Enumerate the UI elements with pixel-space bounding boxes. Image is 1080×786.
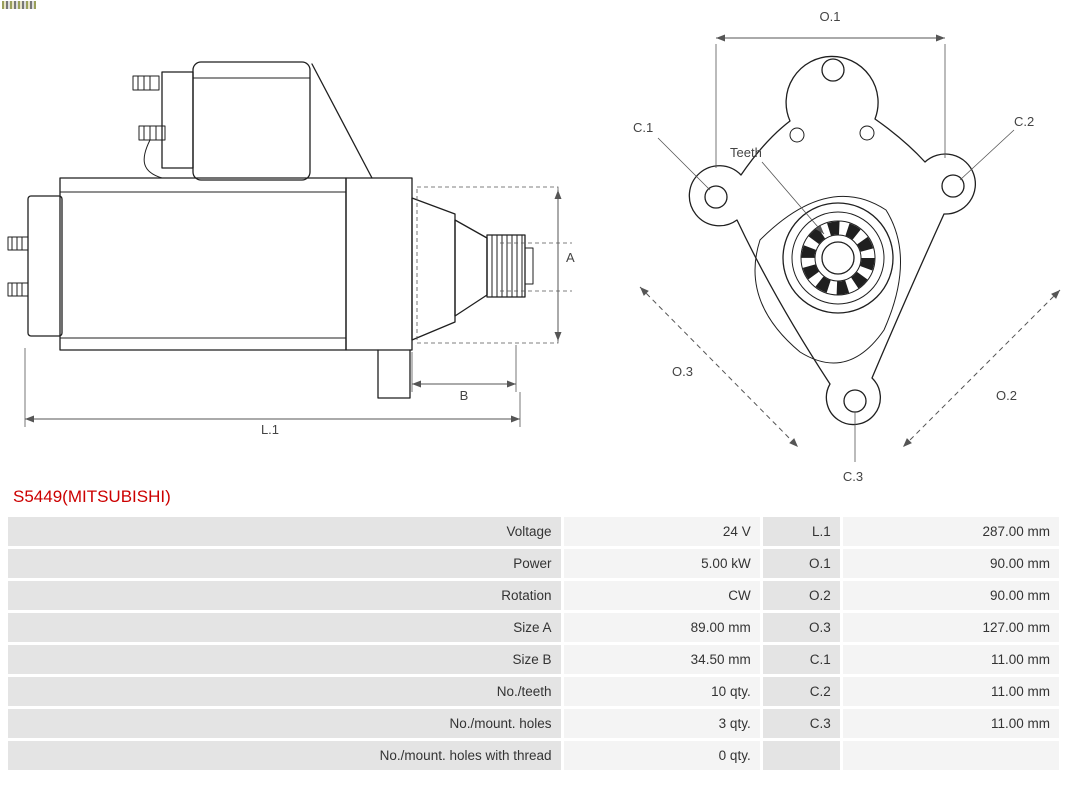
mounting-foot [377, 349, 411, 399]
dim-label-b: B [460, 388, 469, 403]
spec-value-cell: 3 qty. [563, 709, 760, 738]
mounting-hole-top [821, 58, 845, 82]
spec-name-cell: No./mount. holes [8, 709, 561, 738]
front-view-drawing [688, 55, 976, 426]
spec-name-cell: Power [8, 549, 561, 578]
dim-label-o2: O.2 [996, 388, 1017, 403]
pinion-spline [486, 234, 526, 298]
spec-value-cell: 34.50 mm [563, 645, 760, 674]
side-view-drawing [7, 61, 534, 399]
table-row: No./teeth 10 qty. C.2 11.00 mm [8, 677, 1059, 706]
pinion-front-view [782, 202, 894, 314]
page-title: S5449(MITSUBISHI) [13, 487, 171, 506]
terminal-stud [7, 236, 29, 251]
dim-value-cell: 11.00 mm [842, 645, 1059, 674]
dim-name-cell: L.1 [762, 517, 840, 546]
table-row: Size B 34.50 mm C.1 11.00 mm [8, 645, 1059, 674]
spec-name-cell: Rotation [8, 581, 561, 610]
dim-label-o3: O.3 [672, 364, 693, 379]
shaft-tip [524, 247, 534, 285]
dim-name-cell: C.2 [762, 677, 840, 706]
table-row: Rotation CW O.2 90.00 mm [8, 581, 1059, 610]
table-row: Size A 89.00 mm O.3 127.00 mm [8, 613, 1059, 642]
spec-value-cell: 0 qty. [563, 741, 760, 770]
dim-label-o1: O.1 [820, 9, 841, 24]
spec-name-cell: Size B [8, 645, 561, 674]
dim-value-cell: 11.00 mm [842, 677, 1059, 706]
dim-label-l1: L.1 [261, 422, 279, 437]
dim-name-cell: O.2 [762, 581, 840, 610]
dim-value-cell: 90.00 mm [842, 549, 1059, 578]
dim-name-cell: C.3 [762, 709, 840, 738]
spec-value-cell: 5.00 kW [563, 549, 760, 578]
dim-value-cell: 90.00 mm [842, 581, 1059, 610]
spec-name-cell: No./teeth [8, 677, 561, 706]
dim-value-cell: 287.00 mm [842, 517, 1059, 546]
flange-outline [688, 55, 976, 426]
dim-label-c3: C.3 [843, 469, 863, 484]
spec-value-cell: 10 qty. [563, 677, 760, 706]
dim-label-c2: C.2 [1014, 114, 1034, 129]
motor-body [59, 177, 347, 351]
dim-name-cell: O.1 [762, 549, 840, 578]
dim-label-c1: C.1 [633, 120, 653, 135]
nose-taper [454, 219, 488, 317]
technical-drawings: A B L.1 O.1 C.1 C.2 Teeth O.3 O.2 C.3 [7, 9, 1061, 484]
mounting-hole-c3 [843, 389, 867, 413]
dim-label-a: A [566, 250, 575, 265]
spec-name-cell: No./mount. holes with thread [8, 741, 561, 770]
wire [143, 139, 163, 179]
table-row: No./mount. holes 3 qty. C.3 11.00 mm [8, 709, 1059, 738]
motor-end-cap [27, 195, 63, 337]
nose-cone [411, 197, 456, 341]
solenoid-terminal [132, 75, 160, 91]
table-row: Power 5.00 kW O.1 90.00 mm [8, 549, 1059, 578]
spec-name-cell: Size A [8, 613, 561, 642]
flange-inner-contour [754, 195, 901, 364]
dim-name-cell [762, 741, 840, 770]
dim-value-cell: 127.00 mm [842, 613, 1059, 642]
mounting-hole-c1 [704, 185, 728, 209]
solenoid-terminal [138, 125, 166, 141]
spec-value-cell: CW [563, 581, 760, 610]
bolt-hole-right [859, 125, 875, 141]
mounting-hole-c2 [941, 174, 965, 198]
spec-value-cell: 24 V [563, 517, 760, 546]
terminal-stud [7, 282, 29, 297]
dim-value-cell [842, 741, 1059, 770]
solenoid [192, 61, 311, 181]
table-row: No./mount. holes with thread 0 qty. [8, 741, 1059, 770]
spec-value-cell: 89.00 mm [563, 613, 760, 642]
pinion-teeth [801, 221, 875, 295]
spec-name-cell: Voltage [8, 517, 561, 546]
spec-table: Voltage 24 V L.1 287.00 mm Power 5.00 kW… [5, 514, 1062, 773]
dim-value-cell: 11.00 mm [842, 709, 1059, 738]
solenoid-cap [161, 71, 194, 169]
table-row: Voltage 24 V L.1 287.00 mm [8, 517, 1059, 546]
teeth-label: Teeth [730, 145, 762, 160]
side-view-dimensions [24, 186, 572, 427]
dim-name-cell: O.3 [762, 613, 840, 642]
barcode-artifact [2, 1, 36, 9]
bolt-hole-left [789, 127, 805, 143]
drive-housing [345, 177, 413, 351]
dim-name-cell: C.1 [762, 645, 840, 674]
front-view-dimensions [639, 34, 1061, 462]
